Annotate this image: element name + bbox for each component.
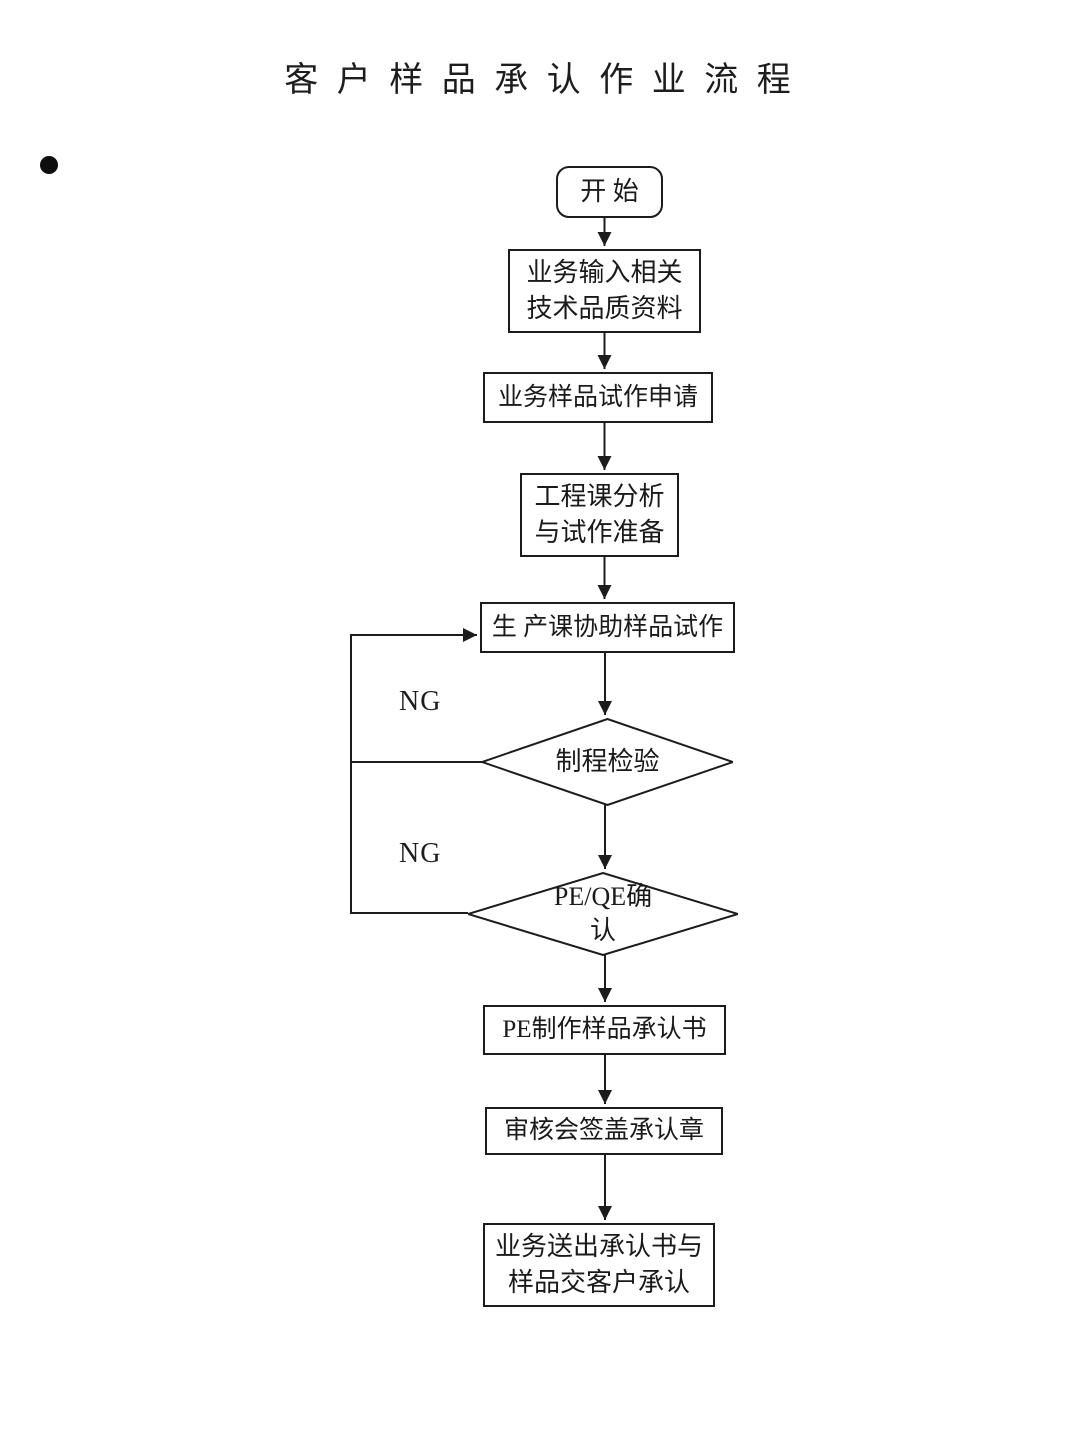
ng-label-inspection: NG: [399, 686, 442, 717]
diamond-shape: [468, 872, 738, 956]
node-input: 业务输入相关 技术品质资料: [508, 249, 701, 333]
ng-label-confirm: NG: [399, 838, 442, 869]
node-delivery: 业务送出承认书与 样品交客户承认: [483, 1223, 715, 1307]
node-input-line2: 技术品质资料: [526, 294, 683, 323]
node-delivery-line1: 业务送出承认书与: [494, 1232, 703, 1261]
node-confirm: PE/QE确 认: [468, 872, 738, 956]
node-start-label: 开 始: [580, 177, 639, 206]
node-approval-doc-label: PE制作样品承认书: [502, 1016, 707, 1043]
node-inspection: 制程检验: [482, 718, 733, 806]
node-approval-doc: PE制作样品承认书: [483, 1005, 726, 1055]
node-production: 生 产课协助样品试作: [480, 602, 735, 653]
node-confirm-line2: 认: [589, 916, 616, 945]
diamond-shape: [482, 718, 733, 806]
ng-loop-to-production: [350, 628, 477, 914]
node-review: 审核会签盖承认章: [485, 1107, 723, 1155]
node-start: 开 始: [556, 166, 663, 218]
node-confirm-line1: PE/QE确: [553, 882, 653, 911]
node-production-label: 生 产课协助样品试作: [491, 613, 724, 641]
node-analysis-line1: 工程课分析: [534, 482, 665, 511]
bullet-marker: [40, 156, 58, 174]
node-delivery-line2: 样品交客户承认: [507, 1268, 690, 1297]
node-analysis: 工程课分析 与试作准备: [520, 473, 679, 557]
node-analysis-line2: 与试作准备: [534, 518, 665, 547]
node-input-line1: 业务输入相关: [526, 258, 683, 287]
node-inspection-label: 制程检验: [555, 747, 660, 776]
node-review-label: 审核会签盖承认章: [503, 1117, 704, 1144]
node-apply: 业务样品试作申请: [483, 372, 713, 423]
node-apply-label: 业务样品试作申请: [497, 383, 698, 411]
page-title: 客 户 样 品 承 认 作 业 流 程: [284, 62, 796, 99]
